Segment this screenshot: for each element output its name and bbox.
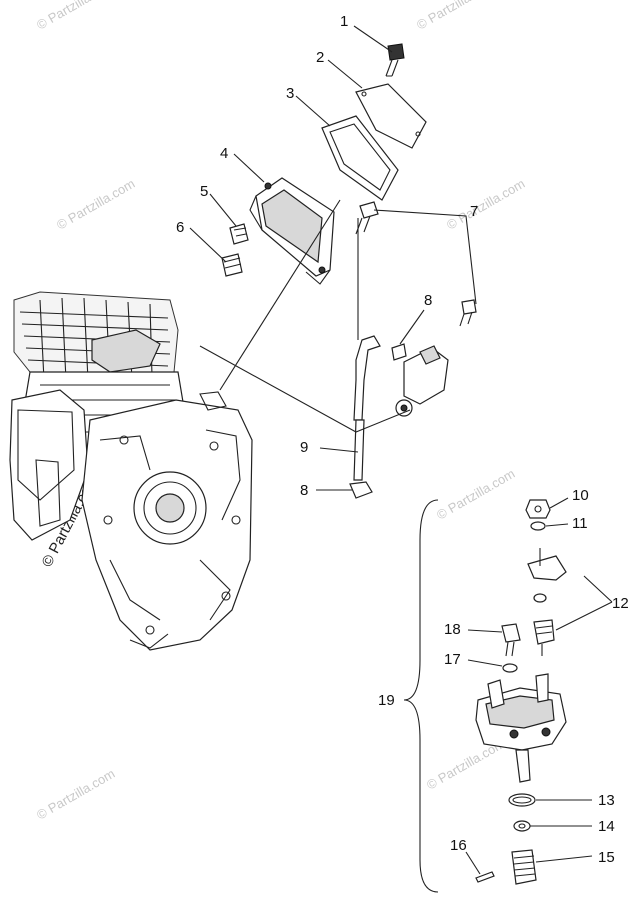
callout-7: 7 [470, 203, 478, 220]
callout-numbers: 1 2 3 4 5 6 7 8 9 8 10 11 12 18 17 19 13… [176, 13, 629, 866]
watermark-2: © Partzilla.com [414, 0, 497, 33]
callout-3: 3 [286, 85, 294, 102]
part-3-gasket [321, 115, 399, 201]
callout-6: 6 [176, 219, 184, 236]
part-12-gear [533, 619, 555, 656]
part-5-nut [229, 223, 249, 245]
leader-lines [189, 25, 613, 875]
callout-10: 10 [572, 487, 589, 504]
callout-5: 5 [200, 183, 208, 200]
watermark-4: © Partzilla.com [444, 176, 527, 233]
part-2-cover-plate [355, 83, 427, 149]
part-19-oil-pump [475, 673, 567, 783]
callout-18: 18 [444, 621, 461, 638]
part-14-washer [513, 820, 531, 832]
watermark-6: © Partzilla.com [434, 466, 517, 523]
callout-4: 4 [220, 145, 228, 162]
group-19-bracket [403, 499, 439, 893]
callout-13: 13 [598, 792, 615, 809]
watermark-3: © Partzilla.com [54, 176, 137, 233]
callout-19: 19 [378, 692, 395, 709]
callout-8-top: 8 [424, 292, 432, 309]
callout-16: 16 [450, 837, 467, 854]
callout-8-bottom: 8 [300, 482, 308, 499]
callout-11: 11 [572, 515, 588, 532]
part-15-drive-gear [511, 849, 537, 885]
watermark-7: © Partzilla.com [34, 766, 117, 823]
part-12-cam-plate [527, 548, 567, 603]
part-17-washer [502, 663, 518, 673]
part-1-bolt [385, 43, 405, 77]
part-10-nut [525, 499, 551, 519]
callout-12: 12 [612, 595, 629, 612]
callout-9: 9 [300, 439, 308, 456]
callout-17: 17 [444, 651, 461, 668]
callout-1: 1 [340, 13, 348, 30]
engine-crankcase [9, 291, 253, 651]
watermark-1: © Partzilla.com [34, 0, 117, 33]
callout-15: 15 [598, 849, 615, 866]
part-13-oring [508, 793, 536, 807]
part-11-washer [530, 521, 546, 531]
callout-2: 2 [316, 49, 324, 66]
oil-line-assembly [349, 335, 449, 499]
part-16-pin [475, 871, 495, 883]
part-4-intake-body [249, 177, 335, 285]
part-7-bolts [355, 201, 477, 327]
part-6-sleeve [221, 253, 243, 277]
callout-14: 14 [598, 818, 615, 835]
part-18-screw [501, 623, 521, 657]
